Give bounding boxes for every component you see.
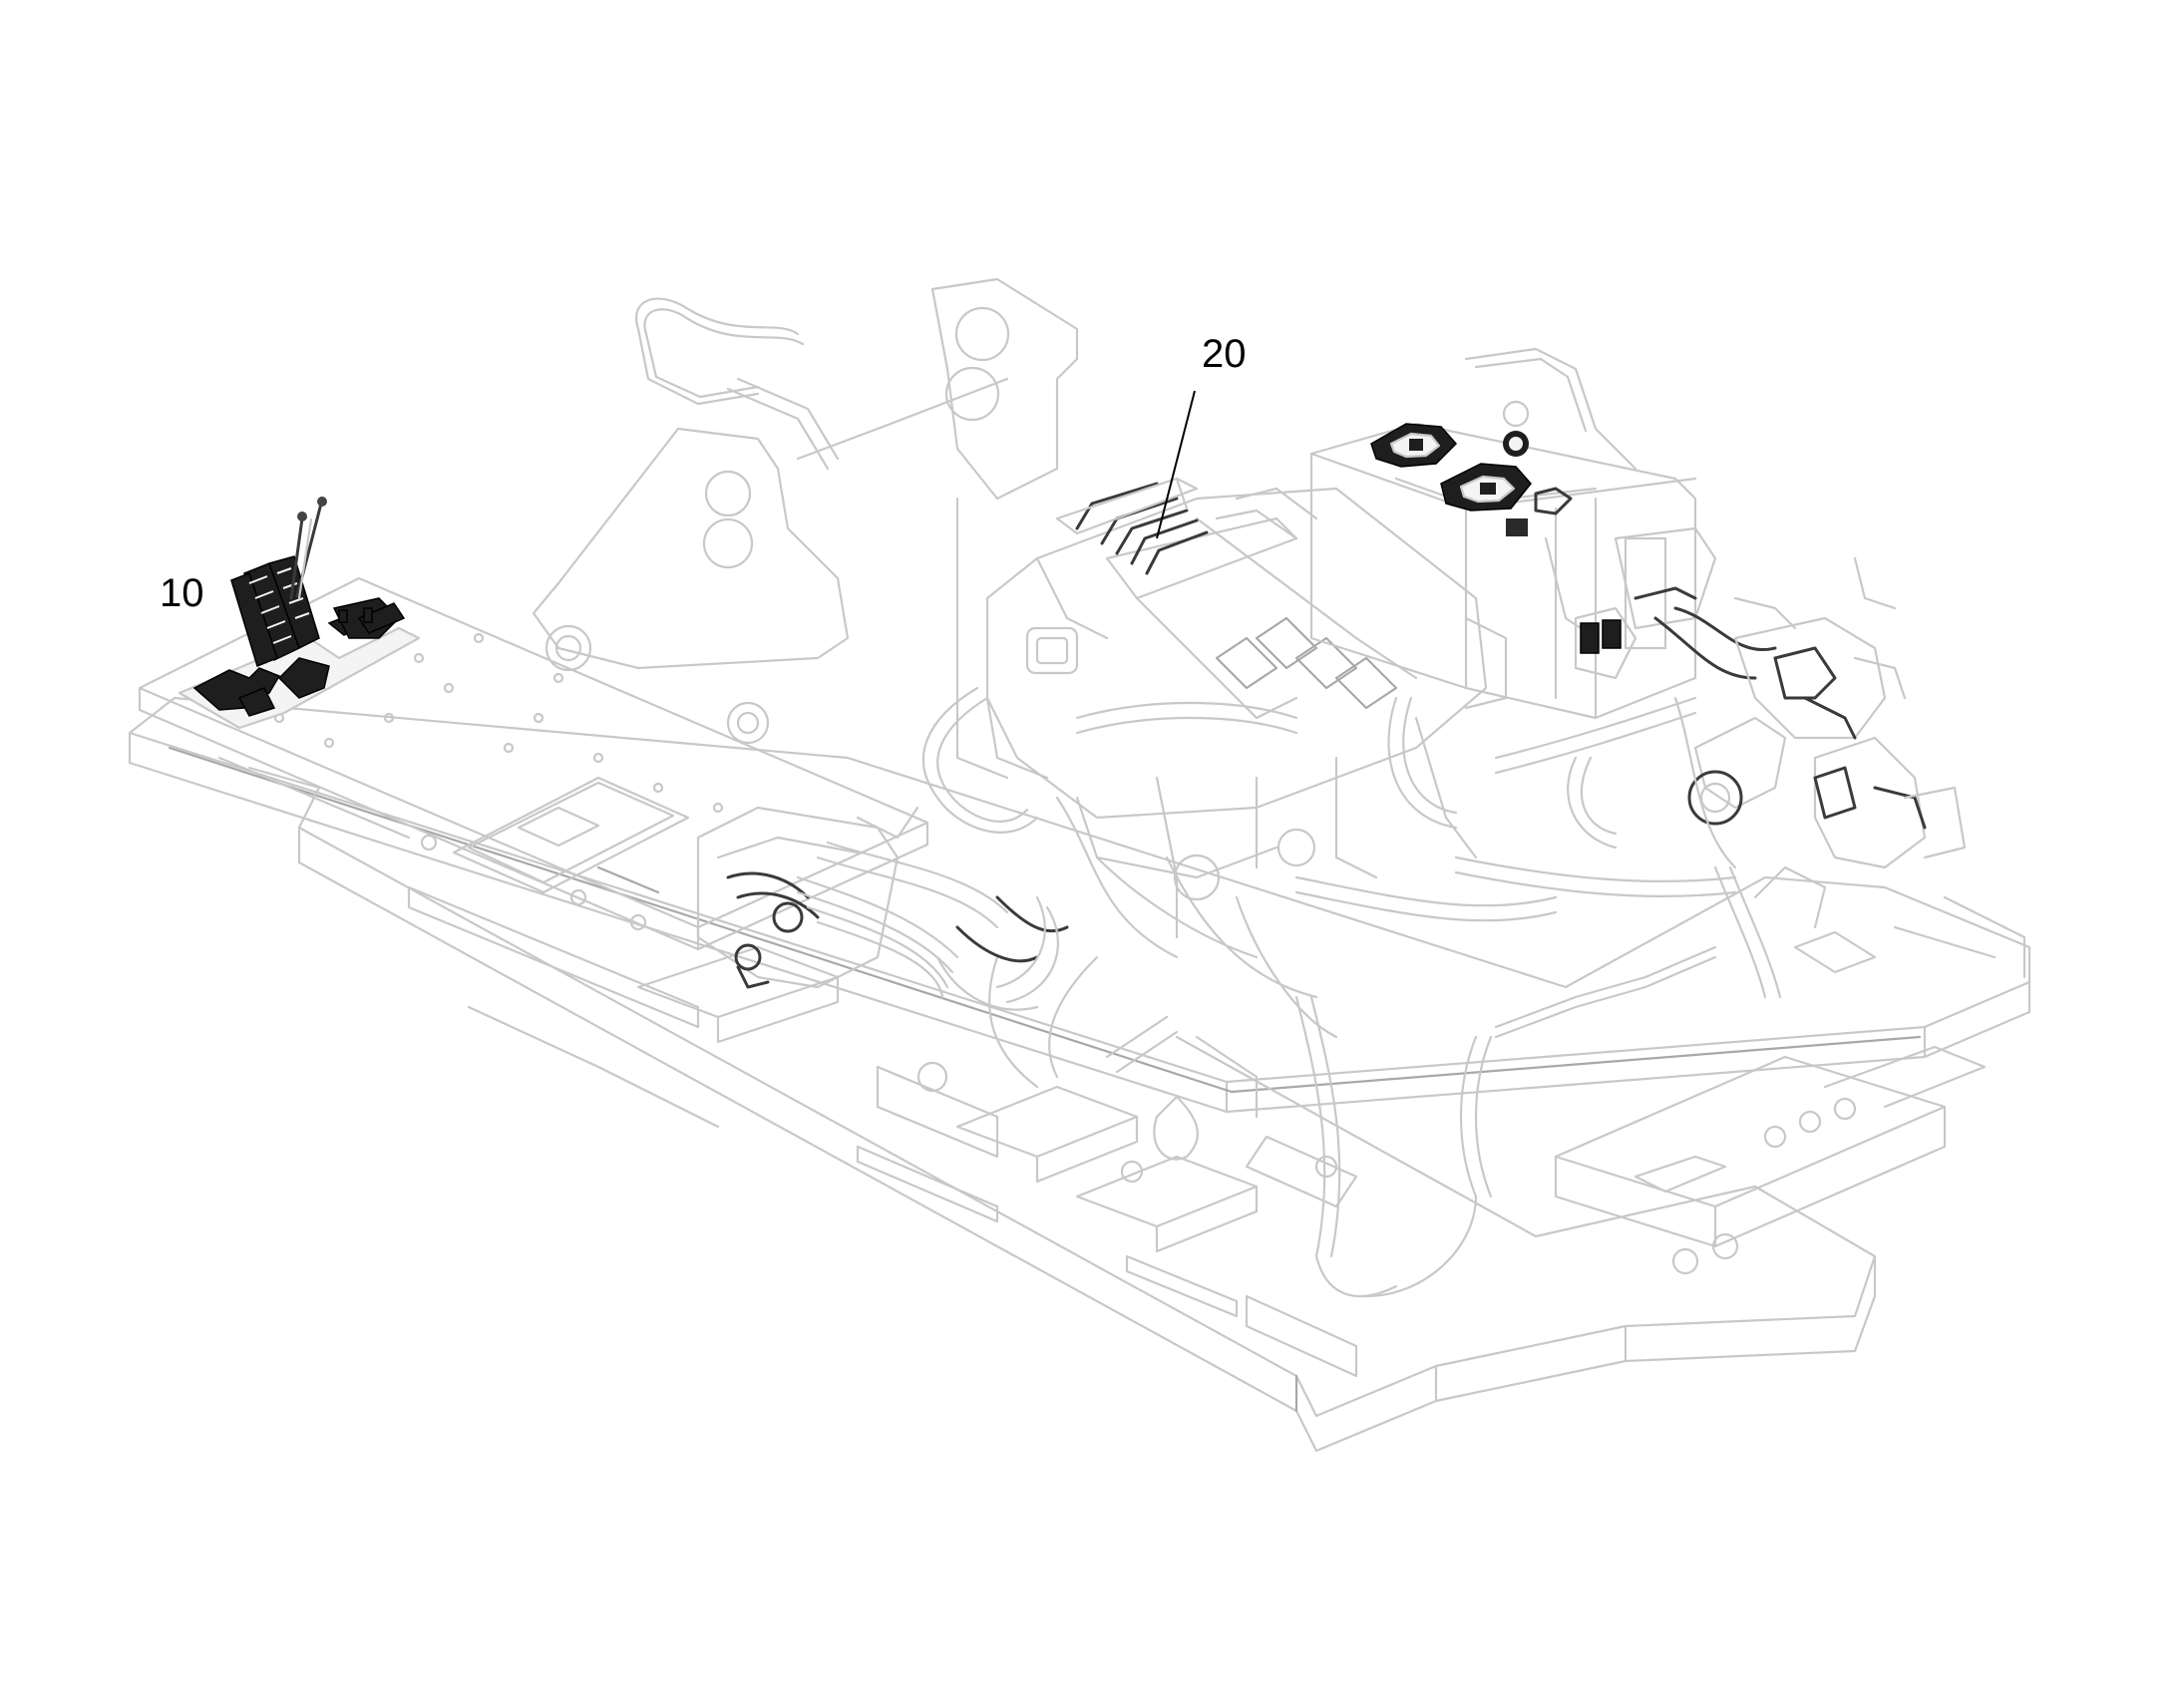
battery-boxes: [1309, 347, 1697, 720]
hose-routing: [921, 686, 1782, 1298]
boom-mount: [532, 277, 1079, 840]
pedal-assembly: [178, 497, 421, 730]
engine-assembly: [985, 477, 1508, 939]
callout-label-10: 10: [160, 571, 204, 615]
valve-harness-block: [696, 806, 1069, 1011]
callout-label-20: 20: [1202, 332, 1247, 376]
callout-leader-20: [1156, 390, 1196, 539]
lower-frame: [128, 696, 2031, 1453]
hydraulic-components: [1574, 526, 2026, 979]
callout-20: 20: [1156, 332, 1247, 539]
callout-10: 10: [160, 571, 204, 615]
